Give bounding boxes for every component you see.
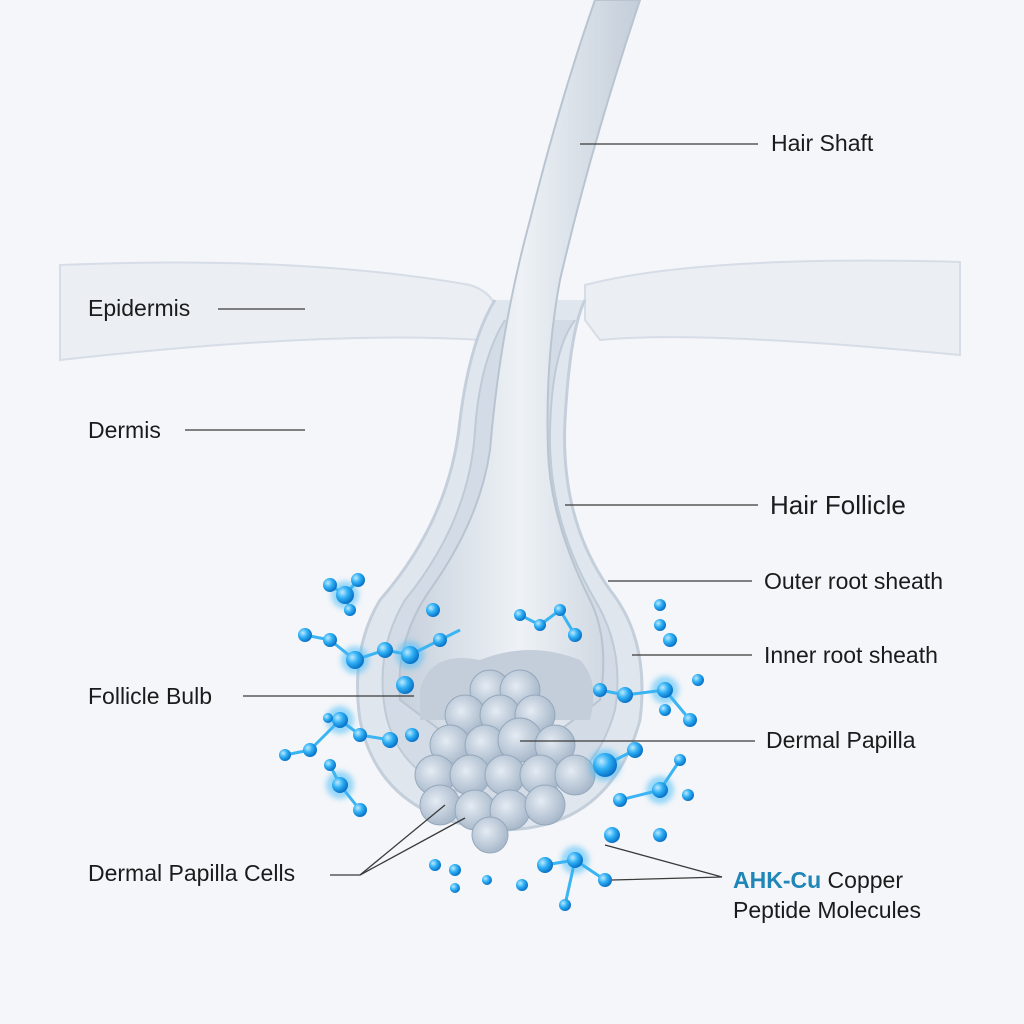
- dermal-papilla-cell-cluster: [414, 669, 596, 854]
- label-copper: Copper: [821, 867, 903, 893]
- label-ahk-cu-accent: AHK-Cu: [733, 867, 822, 893]
- copper-peptide-molecules: [279, 573, 704, 911]
- leader-lines: [185, 143, 758, 881]
- label-ahk-cu-copper: AHK-Cu Copper: [733, 869, 903, 892]
- label-peptide-molecules: Peptide Molecules: [733, 897, 921, 923]
- label-hair-follicle: Hair Follicle: [770, 490, 906, 520]
- label-epidermis: Epidermis: [88, 295, 191, 321]
- label-inner-root-sheath: Inner root sheath: [764, 642, 938, 668]
- label-follicle-bulb: Follicle Bulb: [88, 683, 212, 709]
- label-hair-shaft: Hair Shaft: [771, 130, 874, 156]
- label-dermis: Dermis: [88, 417, 161, 443]
- label-dermal-papilla-cells: Dermal Papilla Cells: [88, 860, 296, 886]
- label-outer-root-sheath: Outer root sheath: [764, 568, 943, 594]
- label-dermal-papilla: Dermal Papilla: [766, 727, 916, 753]
